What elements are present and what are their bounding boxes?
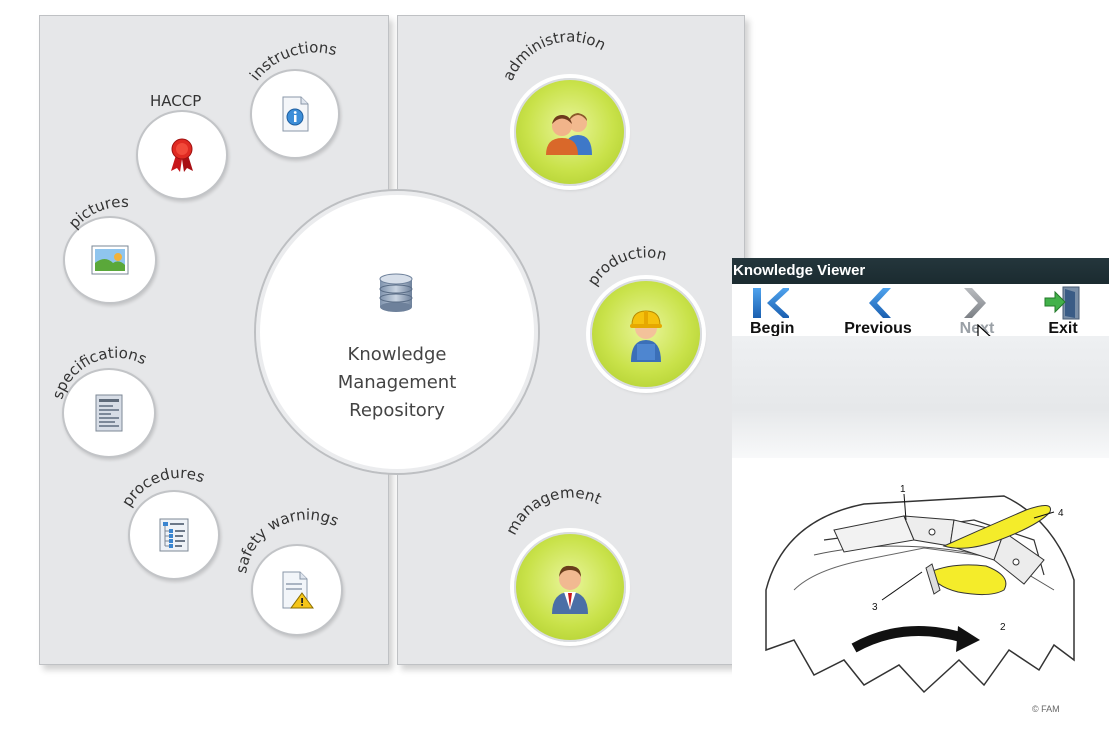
label-specifications: specifications — [49, 344, 150, 402]
info-document-icon — [282, 96, 309, 132]
label-production: production — [584, 243, 669, 289]
node-haccp[interactable] — [136, 110, 228, 200]
label-pictures: pictures — [65, 193, 130, 232]
node-administration[interactable] — [514, 78, 626, 186]
viewer-header-area — [732, 336, 1109, 458]
procedure-tree-icon — [159, 518, 189, 552]
svg-text:pictures: pictures — [65, 193, 130, 232]
previous-button[interactable]: Previous — [838, 286, 918, 337]
node-pictures[interactable] — [63, 216, 157, 304]
svg-text:instructions: instructions — [246, 38, 339, 84]
award-ribbon-icon — [171, 138, 193, 172]
warning-document-icon — [282, 571, 314, 609]
illustration-credit: © FAM — [1032, 704, 1060, 714]
specification-document-icon — [95, 394, 123, 432]
repository-label: Knowledge Management Repository — [256, 341, 538, 425]
chevron-right-icon — [964, 288, 986, 318]
svg-text:production: production — [584, 243, 669, 289]
technical-illustration: 1 4 3 2 — [765, 484, 1075, 694]
callout-4: 4 — [1058, 508, 1064, 519]
begin-label: Begin — [750, 320, 795, 337]
label-haccp: HACCP — [150, 92, 201, 110]
previous-label: Previous — [844, 320, 912, 337]
node-specifications[interactable] — [62, 368, 156, 458]
picture-icon — [91, 245, 129, 275]
svg-text:HACCP: HACCP — [150, 92, 201, 110]
viewer-title: Knowledge Viewer — [733, 262, 866, 279]
node-safety-warnings[interactable] — [251, 544, 343, 636]
exit-button[interactable]: Exit — [1028, 286, 1098, 337]
repository-label-line-2: Management — [337, 372, 457, 393]
repository-label-line-1: Knowledge — [347, 344, 447, 365]
knowledge-viewer-window: Knowledge Viewer Begin Previous Next — [732, 258, 1109, 728]
viewer-title-bar: Knowledge Viewer — [732, 258, 1109, 284]
skip-to-start-icon — [753, 288, 789, 318]
svg-text:procedures: procedures — [118, 464, 207, 510]
label-procedures: procedures — [118, 464, 207, 510]
users-icon — [546, 113, 592, 155]
worker-icon — [630, 310, 662, 362]
svg-text:administration: administration — [499, 28, 609, 84]
svg-text:safety warnings: safety warnings — [232, 506, 342, 575]
exit-door-icon — [1044, 286, 1080, 320]
svg-text:specifications: specifications — [49, 344, 150, 402]
node-instructions[interactable] — [250, 69, 340, 159]
database-icon — [379, 273, 413, 312]
callout-3: 3 — [872, 602, 878, 613]
chevron-left-icon — [869, 288, 891, 318]
callout-2: 2 — [1000, 622, 1006, 633]
node-procedures[interactable] — [128, 490, 220, 580]
node-production[interactable] — [590, 279, 702, 389]
label-management: management — [502, 483, 604, 537]
node-management[interactable] — [514, 532, 626, 642]
exit-label: Exit — [1048, 320, 1078, 337]
repository-label-line-3: Repository — [349, 400, 445, 421]
label-instructions: instructions — [246, 38, 339, 84]
begin-button[interactable]: Begin — [734, 286, 804, 337]
label-safety-warnings: safety warnings — [232, 506, 342, 575]
viewer-toolbar: Begin Previous Next Exit — [732, 284, 1109, 348]
label-administration: administration — [499, 28, 609, 84]
callout-1: 1 — [900, 484, 906, 495]
knowledge-repository-hub[interactable]: Knowledge Management Repository — [254, 189, 540, 475]
manager-icon — [552, 565, 588, 614]
